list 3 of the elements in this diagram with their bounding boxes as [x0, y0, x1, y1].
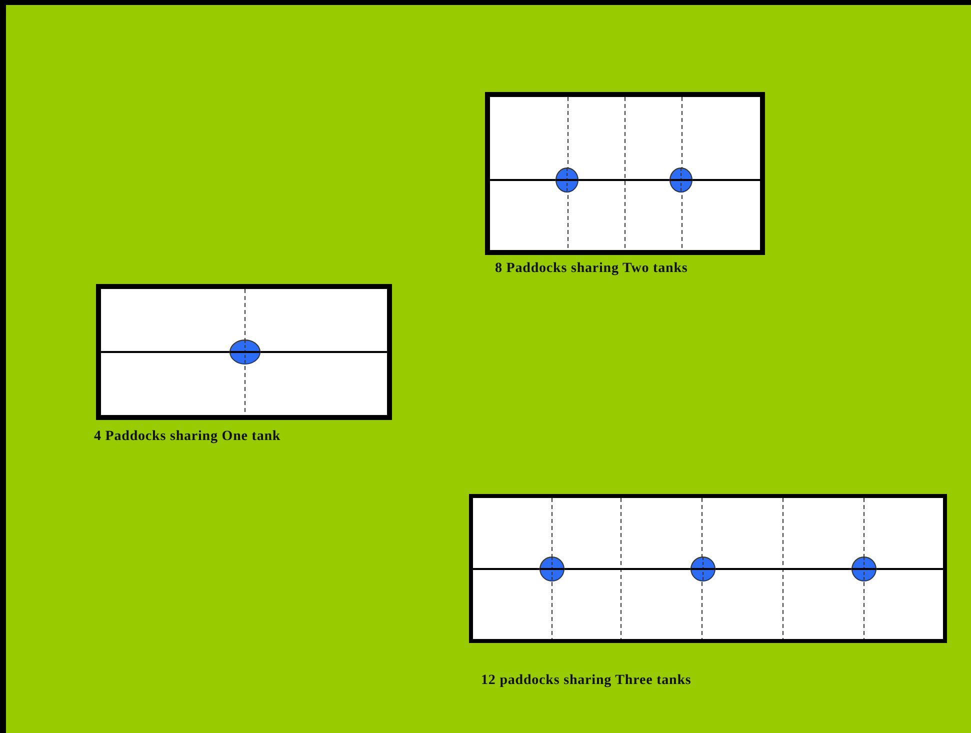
node-label: 8 Paddocks sharing Two tanks [495, 262, 688, 276]
node-label: 4 Paddocks sharing One tank [94, 430, 281, 444]
node-label: 12 paddocks sharing Three tanks [481, 674, 692, 688]
